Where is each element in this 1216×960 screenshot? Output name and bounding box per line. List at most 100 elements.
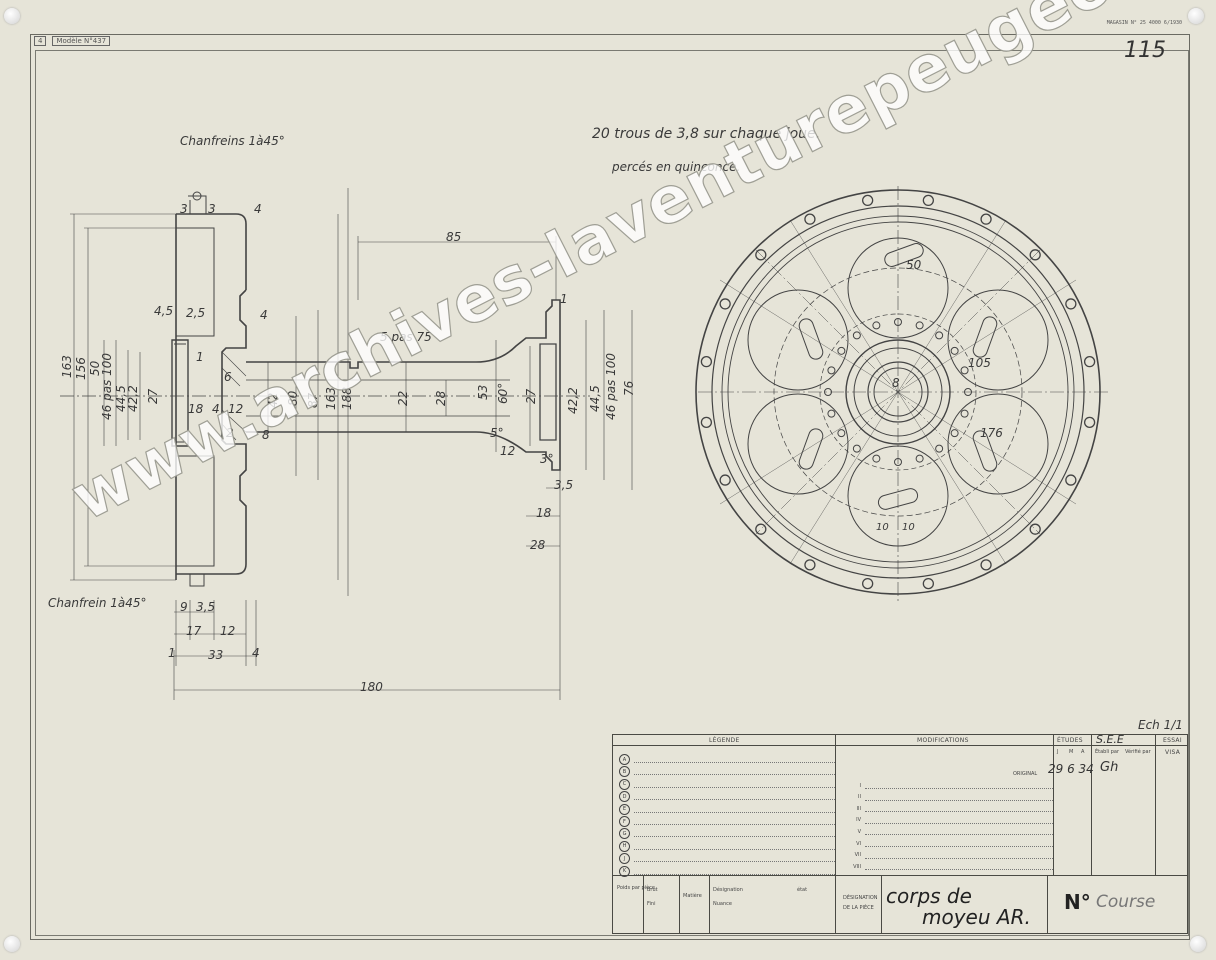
pin-icon bbox=[1190, 936, 1206, 952]
dim-44b: 44,5 bbox=[588, 385, 602, 412]
spoke-hole bbox=[1083, 356, 1096, 368]
legend-row: C bbox=[619, 778, 835, 791]
legend-row: E bbox=[619, 803, 835, 816]
sheet-tag: 4 bbox=[34, 36, 47, 46]
dim-5-deg: 5° bbox=[490, 426, 504, 440]
sheet-number: 115 bbox=[1124, 38, 1166, 63]
dotted-line bbox=[634, 756, 835, 763]
dim-85: 85 bbox=[446, 230, 462, 244]
dotted-line bbox=[634, 781, 835, 788]
dim-5-pas-75: 5 pas 75 bbox=[380, 330, 432, 344]
spoke-hole bbox=[862, 194, 874, 207]
col-etabli: Établi par bbox=[1095, 749, 1120, 755]
dim-42c: 42,2 bbox=[566, 387, 580, 414]
modification-row: III bbox=[839, 802, 1053, 815]
dotted-line bbox=[634, 843, 835, 850]
dim-6: 6 bbox=[224, 370, 232, 384]
legend-letter-circle: F bbox=[619, 816, 630, 827]
legend-row: F bbox=[619, 815, 835, 828]
modification-number: III bbox=[856, 805, 861, 812]
nuance-label: Nuance bbox=[713, 901, 732, 907]
dim-22: 22 bbox=[396, 390, 410, 406]
dotted-line bbox=[634, 806, 835, 813]
inner-hole bbox=[964, 388, 972, 396]
inner-frame bbox=[35, 50, 1189, 936]
designation-line1: corps de bbox=[886, 884, 972, 908]
dotted-line bbox=[634, 793, 835, 801]
dim-1b: 1 bbox=[560, 292, 568, 306]
inner-hole bbox=[837, 346, 846, 355]
dotted-line bbox=[634, 855, 835, 863]
modification-number: IV bbox=[856, 817, 861, 824]
dim-28: 28 bbox=[434, 390, 448, 406]
essai-header: ESSAI bbox=[1163, 737, 1182, 744]
pin-icon bbox=[4, 936, 20, 952]
spoke-hole bbox=[922, 577, 934, 590]
inner-hole bbox=[915, 454, 924, 463]
spoke-hole bbox=[755, 523, 767, 535]
dim-27b: 27 bbox=[524, 388, 538, 404]
dim-53: 53 bbox=[476, 384, 490, 400]
dim-10b: 10 bbox=[902, 522, 915, 533]
inner-hole bbox=[827, 366, 836, 375]
dim-9: 9 bbox=[180, 600, 188, 614]
matiere-label: Matière bbox=[683, 893, 702, 899]
legend-letter-circle: J bbox=[619, 853, 630, 865]
piece-designation-label: DÉSIGNATION DE LA PIÈCE bbox=[843, 895, 878, 911]
inner-hole bbox=[950, 346, 959, 355]
modification-row: II bbox=[839, 791, 1053, 804]
holes-note-line1: 20 trous de 3,8 sur chaque joue. bbox=[592, 126, 821, 142]
modification-number: VIII bbox=[853, 863, 861, 870]
pin-icon bbox=[1188, 8, 1204, 24]
poids-label: Poids par pièce bbox=[617, 885, 656, 891]
inner-hole bbox=[935, 444, 944, 453]
dotted-line bbox=[865, 805, 1053, 813]
legend-letter-circle: H bbox=[619, 840, 630, 852]
dim-3a: 3 bbox=[180, 202, 188, 216]
dim-10a: 10 bbox=[876, 522, 889, 533]
dim-60: 60° bbox=[496, 382, 510, 404]
modification-number: VI bbox=[856, 840, 861, 847]
dim-4: 4 bbox=[212, 402, 220, 416]
dotted-line bbox=[865, 828, 1053, 836]
spoke-hole bbox=[719, 298, 731, 310]
fini-label: Fini bbox=[647, 901, 656, 907]
legend-letter-circle: E bbox=[619, 803, 630, 815]
dotted-line bbox=[865, 863, 1053, 871]
dotted-line bbox=[865, 852, 1053, 859]
spoke-hole bbox=[1029, 249, 1041, 261]
sheet-header: 4 Modèle N°437 bbox=[30, 34, 111, 48]
brut-label: Brut bbox=[647, 887, 658, 893]
sheet-size: Modèle N°437 bbox=[52, 36, 111, 46]
inner-hole bbox=[894, 458, 902, 466]
spoke-hole bbox=[804, 559, 816, 571]
outer-spoke-holes bbox=[700, 194, 1096, 590]
dim-76: 76 bbox=[622, 380, 636, 396]
dotted-line bbox=[865, 817, 1053, 824]
modification-row: I bbox=[839, 779, 1053, 792]
dotted-line bbox=[865, 794, 1053, 801]
legend-letter-circle: B bbox=[619, 766, 630, 778]
modification-row: VII bbox=[839, 849, 1053, 862]
legend-row: G bbox=[619, 827, 835, 840]
dim-8: 8 bbox=[262, 428, 270, 442]
dim-12c: 12 bbox=[500, 444, 516, 458]
dim-87: 87 bbox=[306, 392, 320, 408]
inner-hole bbox=[824, 388, 832, 396]
original-label: ORIGINAL bbox=[1013, 771, 1038, 777]
inner-spoke-holes bbox=[824, 318, 972, 466]
holes-note-line2: percés en quinconce. bbox=[612, 160, 741, 174]
dim-42: 42,2 bbox=[126, 385, 140, 412]
dim-3b: 3 bbox=[208, 202, 216, 216]
spoke-hole bbox=[922, 194, 934, 207]
dim-4c: 4 bbox=[252, 646, 260, 660]
inner-hole bbox=[950, 429, 959, 438]
title-block: LÉGENDE MODIFICATIONS ÉTUDES ESSAI VISA … bbox=[612, 734, 1188, 934]
spoke-hole bbox=[755, 249, 767, 261]
dim-4-5: 4,5 bbox=[154, 304, 174, 318]
legend-letter-circle: C bbox=[619, 778, 630, 790]
dim-2: 2 bbox=[226, 426, 234, 440]
dim-12b: 12 bbox=[220, 624, 236, 638]
dim-18: 18 bbox=[188, 402, 204, 416]
dim-17: 17 bbox=[186, 624, 202, 638]
